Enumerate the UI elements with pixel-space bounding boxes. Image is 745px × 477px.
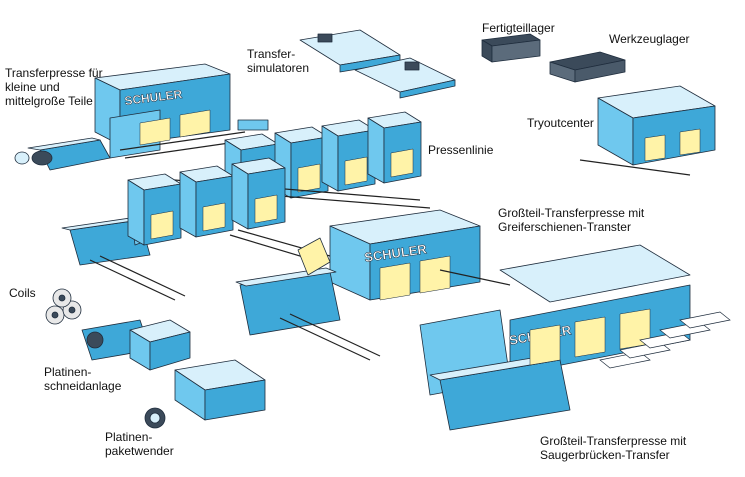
label-blank-cutting-line: Platinen- schneidanlage — [44, 365, 122, 393]
transfer-simulators — [299, 29, 456, 99]
tryout-center — [579, 85, 716, 176]
label-transfer-press-small: Transferpresse für kleine und mittelgroß… — [5, 66, 103, 108]
tool-storage — [549, 51, 626, 83]
label-finished-parts-storage: Fertigteillager — [482, 21, 555, 35]
label-large-transfer-gripper: Großteil-Transferpresse mit Greiferschie… — [498, 206, 645, 234]
blank-cutting-line — [81, 319, 266, 421]
label-tryout-center: Tryoutcenter — [527, 116, 594, 130]
label-transfer-simulators: Transfer- simulatoren — [247, 47, 310, 75]
blank-stack-turner — [144, 407, 166, 429]
label-tool-storage: Werkzeuglager — [609, 32, 690, 46]
large-transfer-press-suction: SCHULER — [419, 244, 731, 431]
label-large-transfer-suction: Großteil-Transferpresse mit Saugerbrücke… — [540, 434, 687, 462]
label-blank-stack-turner: Platinen- paketwender — [105, 430, 174, 458]
finished-parts-storage — [481, 33, 541, 63]
coils — [45, 288, 82, 325]
large-transfer-press-gripper: SCHULER — [235, 209, 511, 361]
label-coils: Coils — [9, 286, 36, 300]
label-press-line: Pressenlinie — [428, 143, 494, 157]
transfer-press-small: SCHULER — [14, 63, 269, 171]
